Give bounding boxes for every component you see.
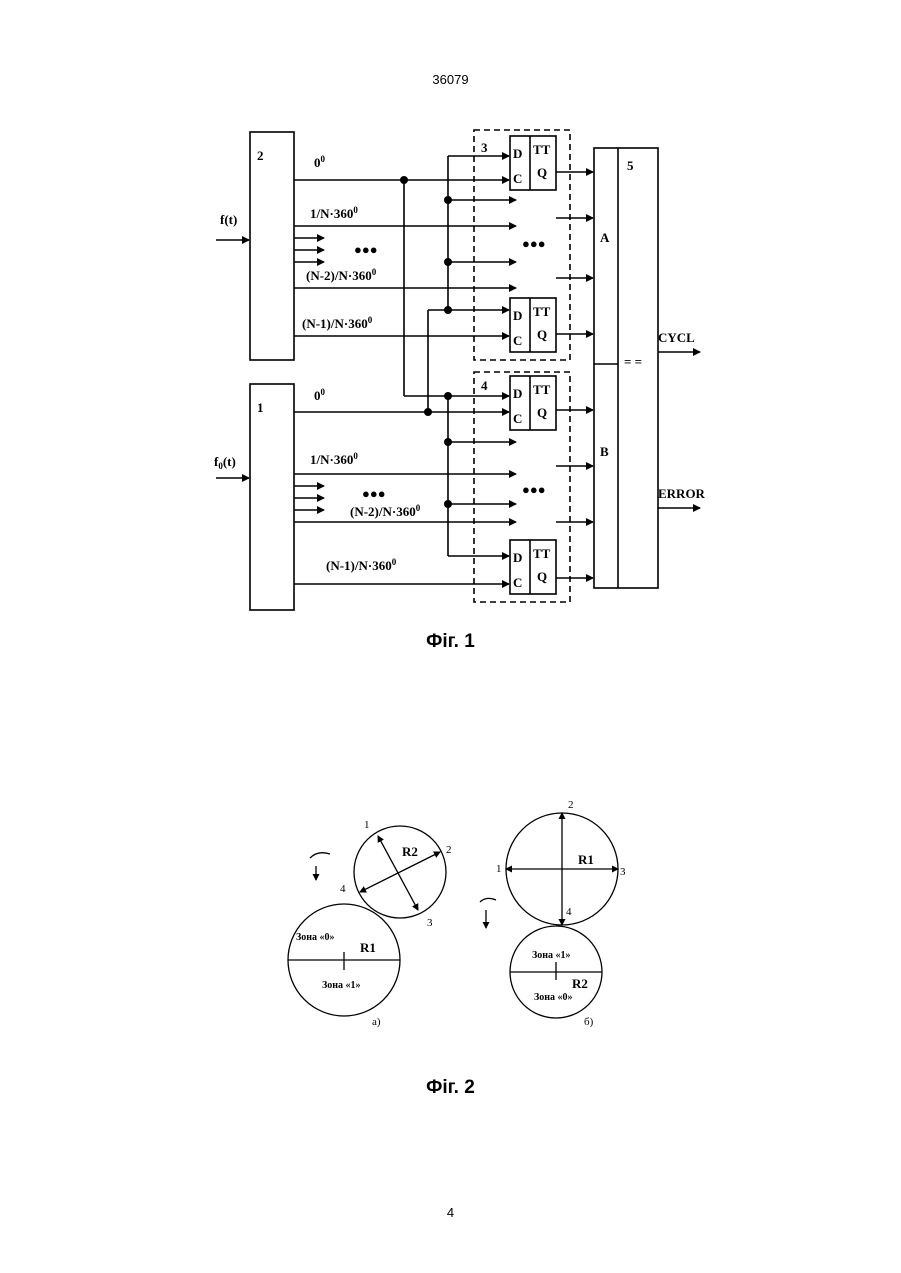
svg-text:D: D xyxy=(513,550,522,565)
svg-text:D: D xyxy=(513,308,522,323)
comparator-number: 5 xyxy=(627,158,634,173)
svg-text:TT: TT xyxy=(533,304,551,319)
phase-1-label-bottom: 1/N·3600 xyxy=(310,451,358,467)
svg-text:Q: Q xyxy=(537,327,547,342)
ellipsis-bottom-left: ●●● xyxy=(362,486,386,501)
svg-text:D: D xyxy=(513,386,522,401)
svg-text:Q: Q xyxy=(537,405,547,420)
phase-n2-label-top: (N-2)/N·3600 xyxy=(306,267,377,283)
comparator-equal-sign: = = xyxy=(624,354,642,369)
phase-n1-label-bottom: (N-1)/N·3600 xyxy=(326,557,397,573)
phase-0-label-bottom: 00 xyxy=(314,387,326,403)
input-f-label: f(t) xyxy=(220,212,237,227)
svg-text:C: C xyxy=(513,411,522,426)
svg-text:Q: Q xyxy=(537,165,547,180)
input-f0-label: f0(t) xyxy=(214,454,236,471)
svg-text:C: C xyxy=(513,171,522,186)
svg-text:C: C xyxy=(513,575,522,590)
ellipsis-top-right: ●●● xyxy=(522,236,546,251)
comparator-input-a: A xyxy=(600,230,610,245)
svg-text:Q: Q xyxy=(537,569,547,584)
figure-2-caption: Фіг. 2 xyxy=(0,1077,901,1099)
output-cycl-label: CYCL xyxy=(658,330,695,345)
svg-text:TT: TT xyxy=(533,546,551,561)
svg-text:TT: TT xyxy=(533,142,551,157)
phase-1-label-top: 1/N·3600 xyxy=(310,205,358,221)
shaper-block-1 xyxy=(250,384,294,610)
group-4-label: 4 xyxy=(481,378,488,393)
comparator-input-b: B xyxy=(600,444,609,459)
svg-text:D: D xyxy=(513,146,522,161)
output-error-label: ERROR xyxy=(658,486,706,501)
group-3-label: 3 xyxy=(481,140,488,155)
svg-text:C: C xyxy=(513,333,522,348)
block-1-label: 1 xyxy=(257,400,264,415)
figure-1-caption: Фіг. 1 xyxy=(0,631,901,653)
phase-n2-label-bottom: (N-2)/N·3600 xyxy=(350,503,421,519)
ellipsis-top-left: ●●● xyxy=(354,242,378,257)
trigger-labels: D C TT Q D C TT Q D C TT Q D C TT Q xyxy=(513,142,551,590)
phase-n1-label-top: (N-1)/N·3600 xyxy=(302,315,373,331)
phase-0-label-top: 00 xyxy=(314,154,326,170)
block-2-label: 2 xyxy=(257,148,264,163)
shaper-block-2 xyxy=(250,132,294,360)
page-number: 4 xyxy=(0,1205,901,1220)
ellipsis-bottom-right: ●●● xyxy=(522,482,546,497)
svg-text:TT: TT xyxy=(533,382,551,397)
